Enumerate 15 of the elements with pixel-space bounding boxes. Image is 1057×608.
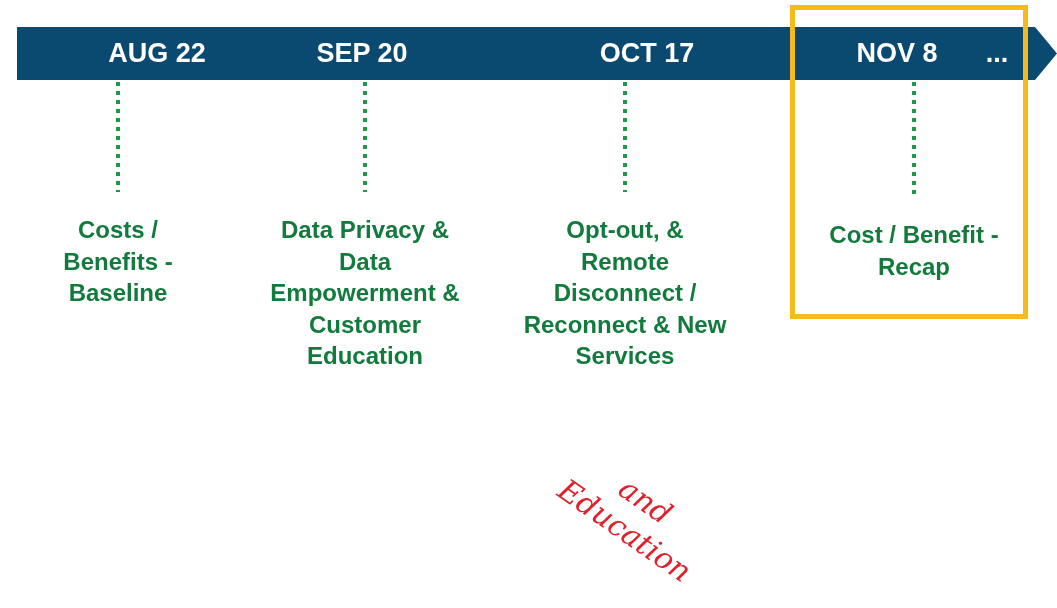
topic-label: Opt-out, & Remote Disconnect / Reconnect & New Services [520,192,730,372]
date-label: ... [972,27,1022,80]
dotted-connector [116,82,120,192]
date-label: OCT 17 [577,27,717,80]
dotted-connector [363,82,367,192]
topic-label: Cost / Benefit - Recap [803,197,1025,282]
topic-label: Data Privacy & Data Empowerment & Customer Education [255,192,475,372]
date-label: NOV 8 [832,27,962,80]
dotted-connector [912,82,916,197]
topic-label: Costs / Benefits - Baseline [38,192,198,309]
highlight-frame [790,5,1028,319]
dotted-connector [623,82,627,192]
date-label: AUG 22 [87,27,227,80]
date-label: SEP 20 [292,27,432,80]
timeline-arrow-band [17,27,1057,80]
